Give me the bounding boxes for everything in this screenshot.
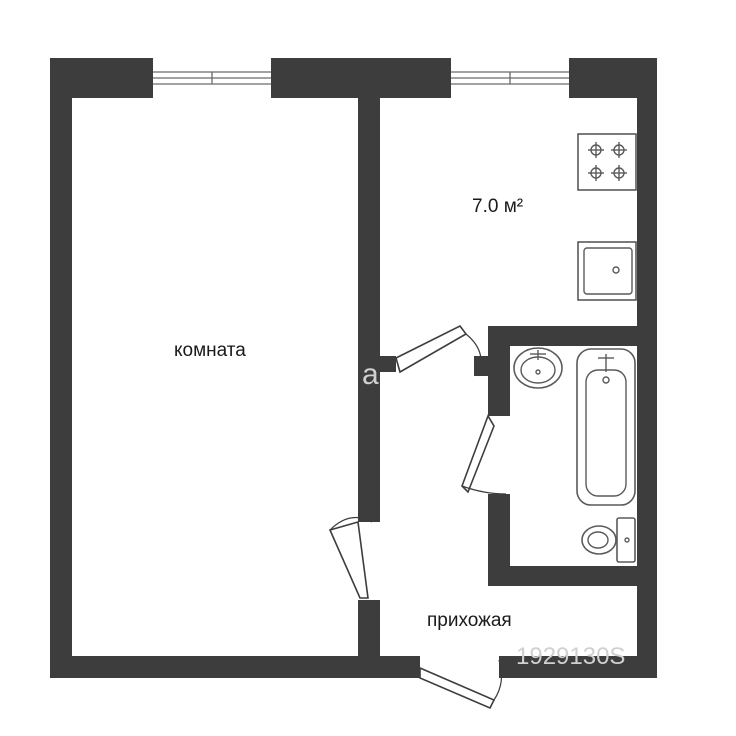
bathroom-door-jamb bbox=[474, 356, 490, 376]
door-kitchen-room bbox=[395, 324, 482, 377]
outer-wall-bottom-right bbox=[499, 656, 657, 678]
window-room bbox=[153, 58, 271, 98]
door-room-hall bbox=[328, 516, 373, 599]
kitchen-sink-icon bbox=[577, 241, 637, 301]
watermark-id: 1929130S bbox=[516, 643, 625, 670]
stove-icon bbox=[577, 133, 637, 191]
partition-room-lower bbox=[358, 600, 380, 660]
partition-room-upper bbox=[358, 98, 380, 356]
partition-room-door-jamb bbox=[358, 356, 396, 372]
door-entrance bbox=[419, 659, 503, 710]
bathroom-wall-top bbox=[488, 326, 638, 346]
walls bbox=[50, 58, 657, 678]
partition-room-middle bbox=[358, 372, 380, 522]
outer-wall-bottom-left bbox=[50, 656, 420, 678]
window-kitchen bbox=[451, 58, 569, 98]
outer-wall-left bbox=[50, 58, 72, 678]
door-bathroom bbox=[461, 414, 507, 495]
bathroom-wall-left-upper bbox=[488, 326, 510, 416]
watermark-logo: a bbox=[362, 358, 379, 391]
outer-wall-top-middle bbox=[271, 58, 451, 98]
bathroom-wall-bottom bbox=[488, 566, 638, 586]
room-label-living: комната bbox=[174, 340, 246, 361]
washbasin-icon bbox=[513, 347, 563, 389]
bathroom-wall-left-lower bbox=[488, 494, 510, 586]
bathtub-icon bbox=[576, 348, 636, 506]
room-label-hallway: прихожая bbox=[427, 610, 512, 631]
outer-wall-right bbox=[637, 58, 657, 678]
room-label-kitchen-area: 7.0 м² bbox=[472, 196, 523, 217]
toilet-icon bbox=[581, 517, 636, 563]
